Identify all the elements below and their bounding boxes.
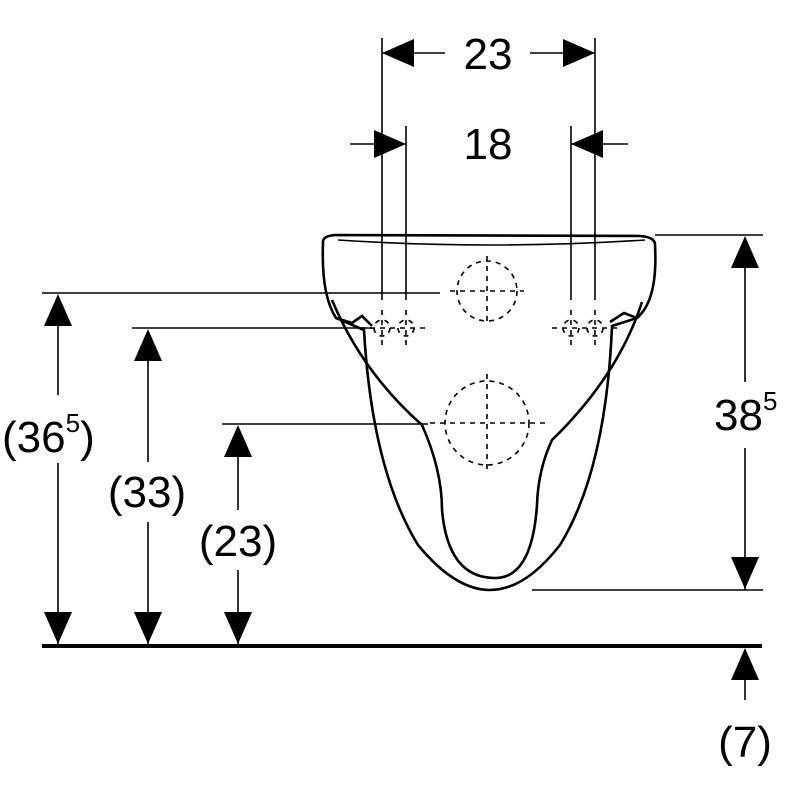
dim-height-total: (365) [0, 292, 440, 646]
rim-inner-line [337, 239, 646, 246]
left-lug [335, 314, 373, 327]
dim-height-outlet-label: (23) [199, 517, 277, 566]
dim-height-fixing: (33) [100, 327, 372, 646]
dim-fixing-width: 18 [350, 120, 628, 300]
dim-bowl-height: 385 [532, 234, 800, 591]
bowl-outer-right [489, 245, 657, 592]
bowl-rim [321, 233, 657, 247]
dim-height-outlet: (23) [190, 423, 428, 646]
dim-top-width: 23 [381, 30, 596, 300]
dim-height-total-label: (365) [2, 408, 95, 462]
toilet-outline [321, 233, 657, 592]
right-lug [609, 311, 638, 324]
left-fixing-bolts [360, 310, 430, 350]
inner-right-contour [494, 301, 644, 580]
bowl-outer-left [321, 242, 491, 592]
outlet-hole-circle [444, 380, 530, 466]
dim-floor-offset-label: (7) [718, 718, 772, 767]
dim-height-fixing-label: (33) [108, 468, 186, 517]
dim-bowl-height-label: 385 [714, 386, 777, 440]
right-fixing-bolts [552, 310, 622, 350]
dim-floor-offset: (7) [718, 648, 772, 767]
dim-fixing-width-label: 18 [464, 120, 513, 169]
fixing-holes [360, 256, 622, 472]
dim-top-width-label: 23 [464, 30, 513, 79]
inner-left-contour [330, 299, 496, 580]
